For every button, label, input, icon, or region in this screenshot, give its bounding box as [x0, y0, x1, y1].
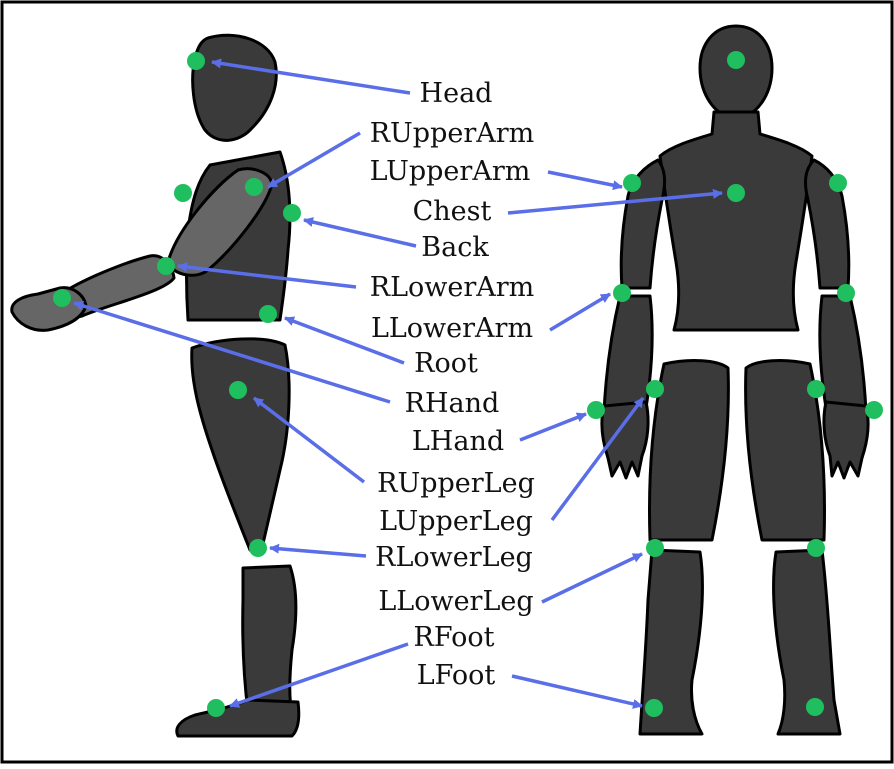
label-llowerleg: LLowerLeg	[378, 586, 533, 617]
joint-dot	[283, 204, 301, 222]
label-rhand: RHand	[405, 388, 500, 419]
label-rlowerleg: RLowerLeg	[375, 542, 533, 573]
joint-dot	[727, 51, 745, 69]
joint-dot	[245, 178, 263, 196]
joint-dot	[259, 305, 277, 323]
label-rlowerarm: RLowerArm	[370, 272, 535, 303]
front-head	[700, 26, 772, 116]
label-lupperleg: LUpperLeg	[379, 506, 533, 537]
joint-dot	[157, 257, 175, 275]
joint-dot	[174, 184, 192, 202]
label-lhand: LHand	[412, 426, 504, 457]
joint-dot	[187, 52, 205, 70]
front-chest	[660, 112, 812, 330]
joint-dot	[727, 184, 745, 202]
joint-dot	[53, 289, 71, 307]
label-lupperarm: LUpperArm	[370, 156, 531, 187]
joint-dot	[807, 539, 825, 557]
joint-dot	[837, 284, 855, 302]
label-llowerarm: LLowerArm	[371, 313, 533, 344]
label-chest: Chest	[413, 196, 492, 227]
joint-dot	[207, 699, 225, 717]
joint-dot	[646, 539, 664, 557]
joint-dot	[249, 539, 267, 557]
label-back: Back	[421, 232, 489, 263]
front-hand-right	[824, 402, 868, 478]
label-lfoot: LFoot	[417, 660, 496, 691]
joint-dot	[587, 401, 605, 419]
joint-dot	[829, 174, 847, 192]
label-head: Head	[420, 78, 493, 109]
joint-dot	[613, 284, 631, 302]
front-hand-left	[602, 402, 648, 478]
joint-dot	[865, 401, 883, 419]
side-lower-leg	[243, 566, 296, 712]
joint-dot	[806, 698, 824, 716]
label-rfoot: RFoot	[414, 622, 495, 653]
joint-dot	[646, 380, 664, 398]
label-root: Root	[414, 348, 478, 379]
joint-dot	[623, 174, 641, 192]
joint-dot	[645, 699, 663, 717]
label-rupperleg: RUpperLeg	[377, 468, 535, 499]
label-rupperarm: RUpperArm	[370, 118, 535, 149]
joint-dot	[807, 380, 825, 398]
joint-dot	[229, 381, 247, 399]
